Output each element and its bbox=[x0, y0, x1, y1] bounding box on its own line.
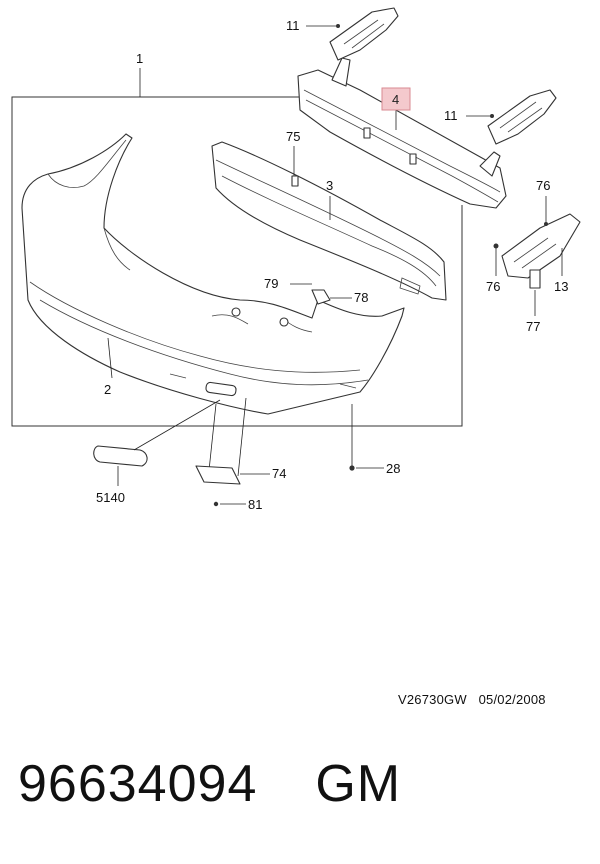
callout-77: 77 bbox=[526, 319, 540, 334]
callout-5140: 5140 bbox=[96, 490, 125, 505]
bracket-78 bbox=[311, 289, 331, 305]
drawing-code: V26730GW 05/02/2008 bbox=[398, 692, 546, 707]
callout-3: 3 bbox=[326, 178, 333, 193]
callout-2: 2 bbox=[104, 382, 111, 397]
drawing-date: 05/02/2008 bbox=[478, 692, 546, 707]
callout-81: 81 bbox=[248, 497, 262, 512]
clip-77 bbox=[529, 269, 541, 289]
drawing-code-id: V26730GW bbox=[398, 692, 467, 707]
callout-11-upper: 11 bbox=[286, 18, 300, 33]
part-number: 96634094 bbox=[18, 755, 258, 813]
brand-name: GM bbox=[315, 755, 402, 813]
callout-4[interactable]: 4 bbox=[392, 92, 399, 107]
callout-74: 74 bbox=[272, 466, 286, 481]
callout-75: 75 bbox=[286, 129, 300, 144]
rear-bumper-fascia bbox=[21, 133, 405, 415]
energy-absorber bbox=[211, 141, 447, 301]
callout-79: 79 bbox=[264, 276, 278, 291]
callout-28: 28 bbox=[386, 461, 400, 476]
callout-78: 78 bbox=[354, 290, 368, 305]
callout-1: 1 bbox=[136, 51, 143, 66]
callout-76-upper: 76 bbox=[536, 178, 550, 193]
bracket-upper bbox=[329, 7, 399, 61]
hook-cover-74 bbox=[195, 465, 241, 485]
side-bracket bbox=[501, 213, 581, 279]
callout-11-right: 11 bbox=[444, 108, 458, 123]
bracket-right bbox=[487, 89, 557, 145]
callout-13: 13 bbox=[554, 279, 568, 294]
reflector-5140 bbox=[93, 445, 148, 467]
highlight-box bbox=[381, 87, 411, 111]
callout-76-lower: 76 bbox=[486, 279, 500, 294]
assembly-frame bbox=[11, 96, 463, 427]
footer: 96634094 GM bbox=[18, 754, 459, 814]
